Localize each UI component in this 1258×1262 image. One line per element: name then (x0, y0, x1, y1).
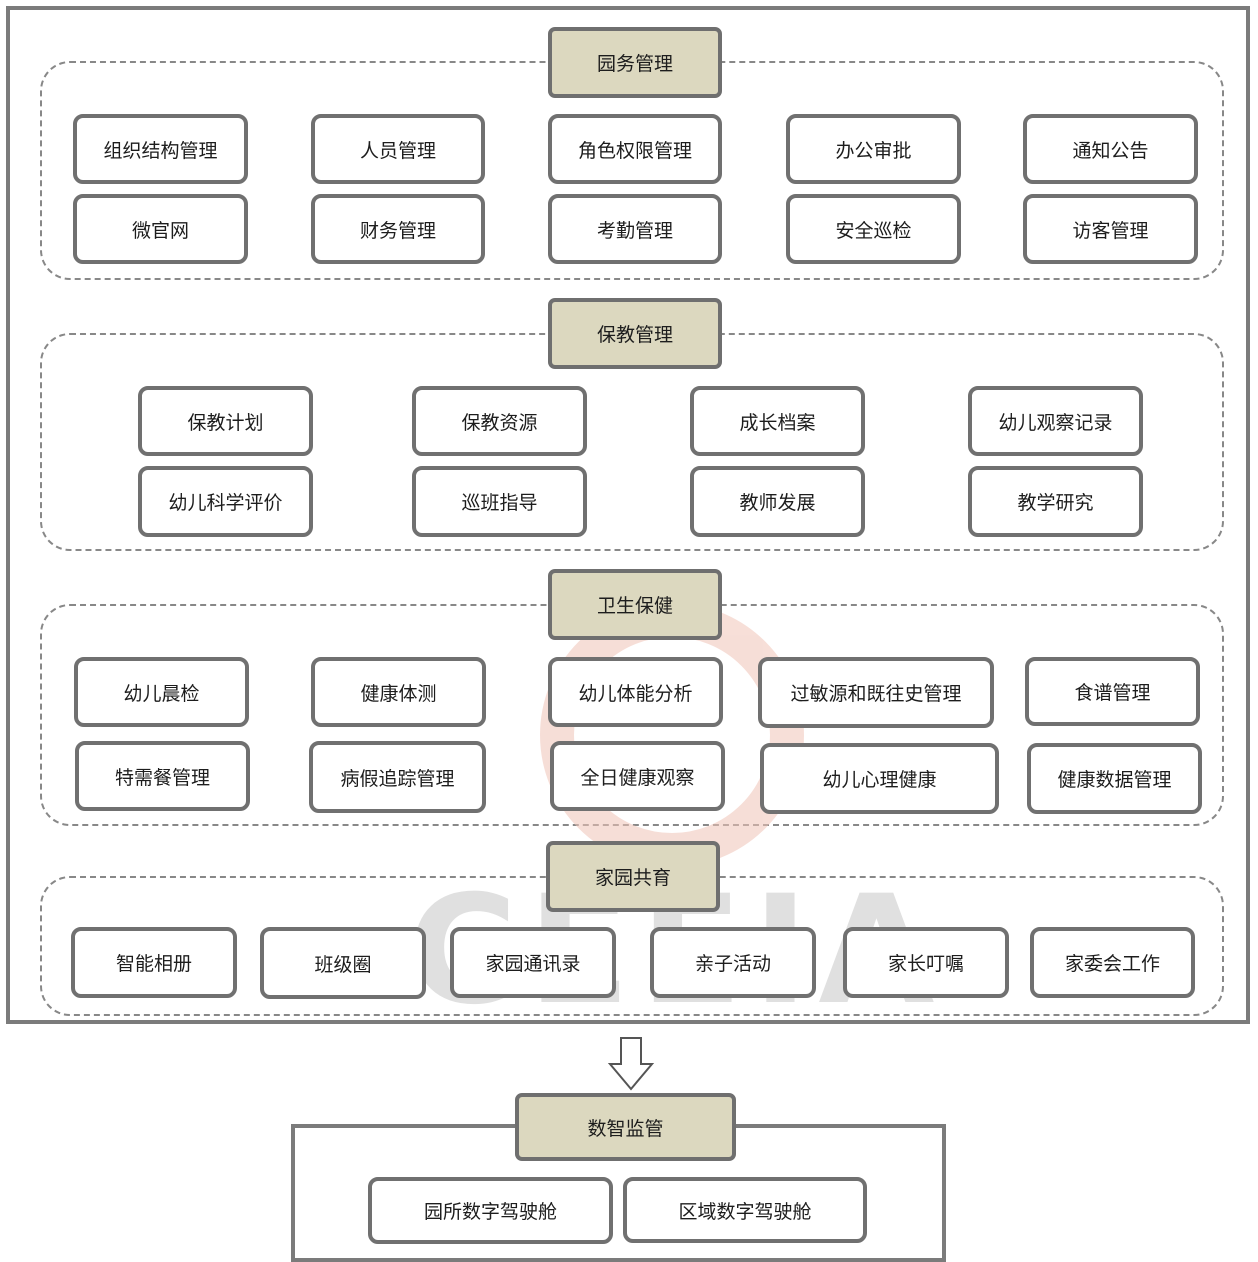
section-title-health-care[interactable]: 卫生保健 (548, 569, 722, 640)
item-visitors[interactable]: 访客管理 (1023, 194, 1198, 264)
item-scientific-evaluation[interactable]: 幼儿科学评价 (138, 466, 313, 537)
section-title-supervision[interactable]: 数智监管 (515, 1093, 736, 1161)
item-staff[interactable]: 人员管理 (311, 114, 485, 184)
item-class-circle[interactable]: 班级圈 (260, 927, 426, 999)
item-org-structure[interactable]: 组织结构管理 (73, 114, 248, 184)
item-class-inspection[interactable]: 巡班指导 (412, 466, 587, 537)
item-education-resources[interactable]: 保教资源 (412, 386, 587, 456)
item-parent-child-activities[interactable]: 亲子活动 (650, 927, 816, 998)
item-health-data[interactable]: 健康数据管理 (1027, 743, 1202, 814)
item-role-permissions[interactable]: 角色权限管理 (548, 114, 722, 184)
item-office-approval[interactable]: 办公审批 (786, 114, 961, 184)
item-education-plan[interactable]: 保教计划 (138, 386, 313, 456)
item-teacher-development[interactable]: 教师发展 (690, 466, 865, 537)
item-notices[interactable]: 通知公告 (1023, 114, 1198, 184)
item-recipes[interactable]: 食谱管理 (1025, 657, 1200, 726)
item-health-test[interactable]: 健康体测 (311, 657, 486, 727)
item-mental-health[interactable]: 幼儿心理健康 (760, 743, 999, 814)
item-special-meals[interactable]: 特需餐管理 (75, 741, 250, 811)
item-attendance[interactable]: 考勤管理 (548, 194, 722, 264)
item-all-day-observation[interactable]: 全日健康观察 (550, 741, 725, 811)
down-arrow-icon (607, 1037, 655, 1091)
item-parent-committee[interactable]: 家委会工作 (1030, 927, 1195, 998)
item-sick-leave-tracking[interactable]: 病假追踪管理 (309, 741, 486, 813)
item-morning-check[interactable]: 幼儿晨检 (74, 657, 249, 727)
section-title-education-management[interactable]: 保教管理 (548, 298, 722, 369)
item-child-observation[interactable]: 幼儿观察记录 (968, 386, 1143, 456)
section-title-home-school[interactable]: 家园共育 (546, 841, 720, 912)
item-safety-patrol[interactable]: 安全巡检 (786, 194, 961, 264)
section-title-campus-management[interactable]: 园务管理 (548, 27, 722, 98)
item-finance[interactable]: 财务管理 (311, 194, 485, 264)
item-contacts[interactable]: 家园通讯录 (450, 927, 616, 998)
item-micro-site[interactable]: 微官网 (73, 194, 248, 264)
item-teaching-research[interactable]: 教学研究 (968, 466, 1143, 537)
platform-frame (6, 6, 1250, 1024)
item-parent-notes[interactable]: 家长叮嘱 (843, 927, 1009, 998)
item-allergy-history[interactable]: 过敏源和既往史管理 (758, 657, 994, 728)
item-regional-cockpit[interactable]: 区域数字驾驶舱 (623, 1177, 867, 1243)
item-campus-cockpit[interactable]: 园所数字驾驶舱 (368, 1177, 613, 1244)
item-growth-records[interactable]: 成长档案 (690, 386, 865, 456)
item-smart-album[interactable]: 智能相册 (71, 927, 237, 998)
item-physical-analysis[interactable]: 幼儿体能分析 (548, 657, 723, 727)
